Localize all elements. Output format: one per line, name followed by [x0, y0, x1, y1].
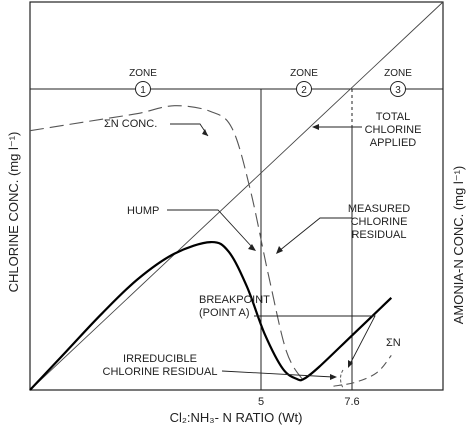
irreducible-pointer: [221, 370, 334, 378]
sum-n-conc-curve: [29, 105, 306, 383]
measured-label-line2: CHLORINE: [351, 216, 408, 228]
sum-n-conc-label: ΣN CONC.: [104, 118, 157, 130]
breakpoint-arrowhead: [348, 360, 353, 368]
zone-1-circle: [135, 81, 151, 97]
plot-frame: [29, 1, 444, 391]
sum-n-conc-arrowhead: [202, 129, 208, 136]
breakpoint-pointer: [254, 315, 376, 365]
zone-3: ZONE 3: [384, 68, 412, 97]
hump-pointer: [167, 209, 253, 248]
breakpoint-label-line2: (POINT A): [199, 307, 250, 319]
total-label-line3: APPLIED: [370, 137, 417, 149]
total-chlorine-applied-line: [29, 1, 444, 391]
total-label-line2: CHLORINE: [365, 124, 422, 136]
zone-2: ZONE 2: [290, 68, 318, 97]
zone-3-label: ZONE: [384, 68, 412, 79]
x-tick-7-6: 7.6: [344, 396, 359, 408]
zone-3-number: 3: [395, 85, 401, 96]
x-tick-5: 5: [258, 396, 264, 408]
zone-1: ZONE 1: [129, 68, 157, 97]
zone-2-circle: [296, 81, 312, 97]
zone-1-number: 1: [140, 85, 146, 96]
measured-chlorine-residual-curve: [29, 240, 393, 391]
hump-arrowhead: [248, 244, 256, 251]
x-axis-title: Cl₂:NH₃- N RATIO (Wt): [170, 410, 303, 425]
measured-pointer: [278, 217, 352, 252]
irreducible-label-line2: CHLORINE RESIDUAL: [103, 366, 218, 378]
irreducible-label-line1: IRREDUCIBLE: [123, 353, 197, 365]
zone-2-label: ZONE: [290, 68, 318, 79]
zone-1-label: ZONE: [129, 68, 157, 79]
hump-label: HUMP: [127, 205, 159, 217]
measured-arrowhead: [276, 246, 283, 254]
sum-n-tail-curve: [333, 355, 392, 387]
sum-n-conc-pointer: [170, 123, 209, 137]
measured-label-line1: MEASURED: [348, 203, 410, 215]
breakpoint-label-line1: BREAKPOINT: [199, 294, 270, 306]
measured-label-line3: RESIDUAL: [351, 229, 406, 241]
y-axis-right-title: AMONIA-N CONC. (mg l⁻¹): [451, 166, 466, 325]
irreducible-arrowhead: [330, 374, 337, 380]
zone-2-number: 2: [301, 85, 307, 96]
sum-n-tail-label: ΣN: [386, 337, 401, 349]
irreducible-residual-marker: [340, 369, 344, 389]
y-axis-left-title: CHLORINE CONC. (mg l⁻¹): [6, 132, 21, 293]
total-label-line1: TOTAL: [376, 111, 410, 123]
total-arrowhead: [312, 124, 319, 130]
zone-3-circle: [390, 81, 406, 97]
